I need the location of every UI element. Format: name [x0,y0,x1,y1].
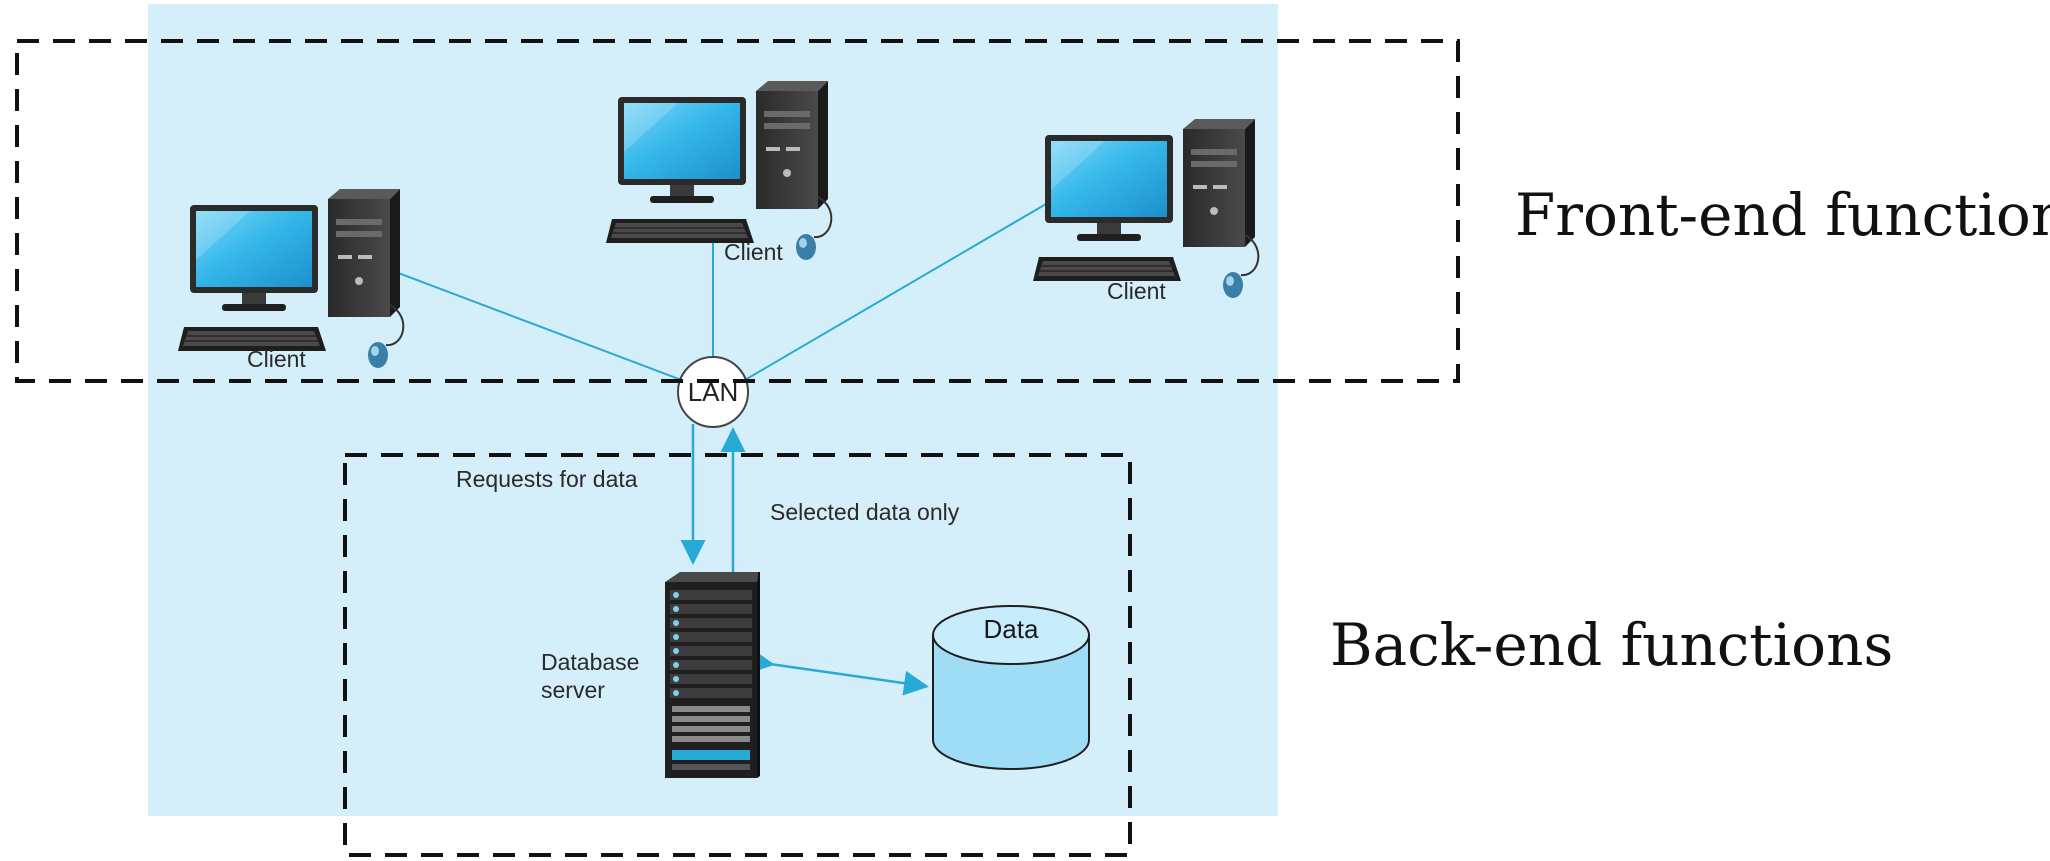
lan-hub: LAN [677,356,749,428]
client-label-left: Client [247,346,306,372]
front-end-functions-label: Front-end functions [1515,181,2050,249]
database-cylinder-icon [932,605,1090,770]
server-rack-icon [665,572,760,778]
server-label-line1: Database [541,649,639,675]
server-data-link [748,648,929,696]
client-label-middle: Client [724,239,783,265]
network-links [371,203,1047,385]
front-end-region-box [15,39,1460,383]
client-label-right: Client [1107,278,1166,304]
requests-label: Requests for data [456,466,638,492]
server-label-line2: server [541,677,605,703]
data-label: Data [984,614,1039,644]
back-end-functions-label: Back-end functions [1330,611,1893,679]
back-end-region-box [343,453,1132,857]
link-client-left [371,262,693,385]
link-client-right [737,203,1047,385]
selected-data-label: Selected data only [770,499,960,525]
